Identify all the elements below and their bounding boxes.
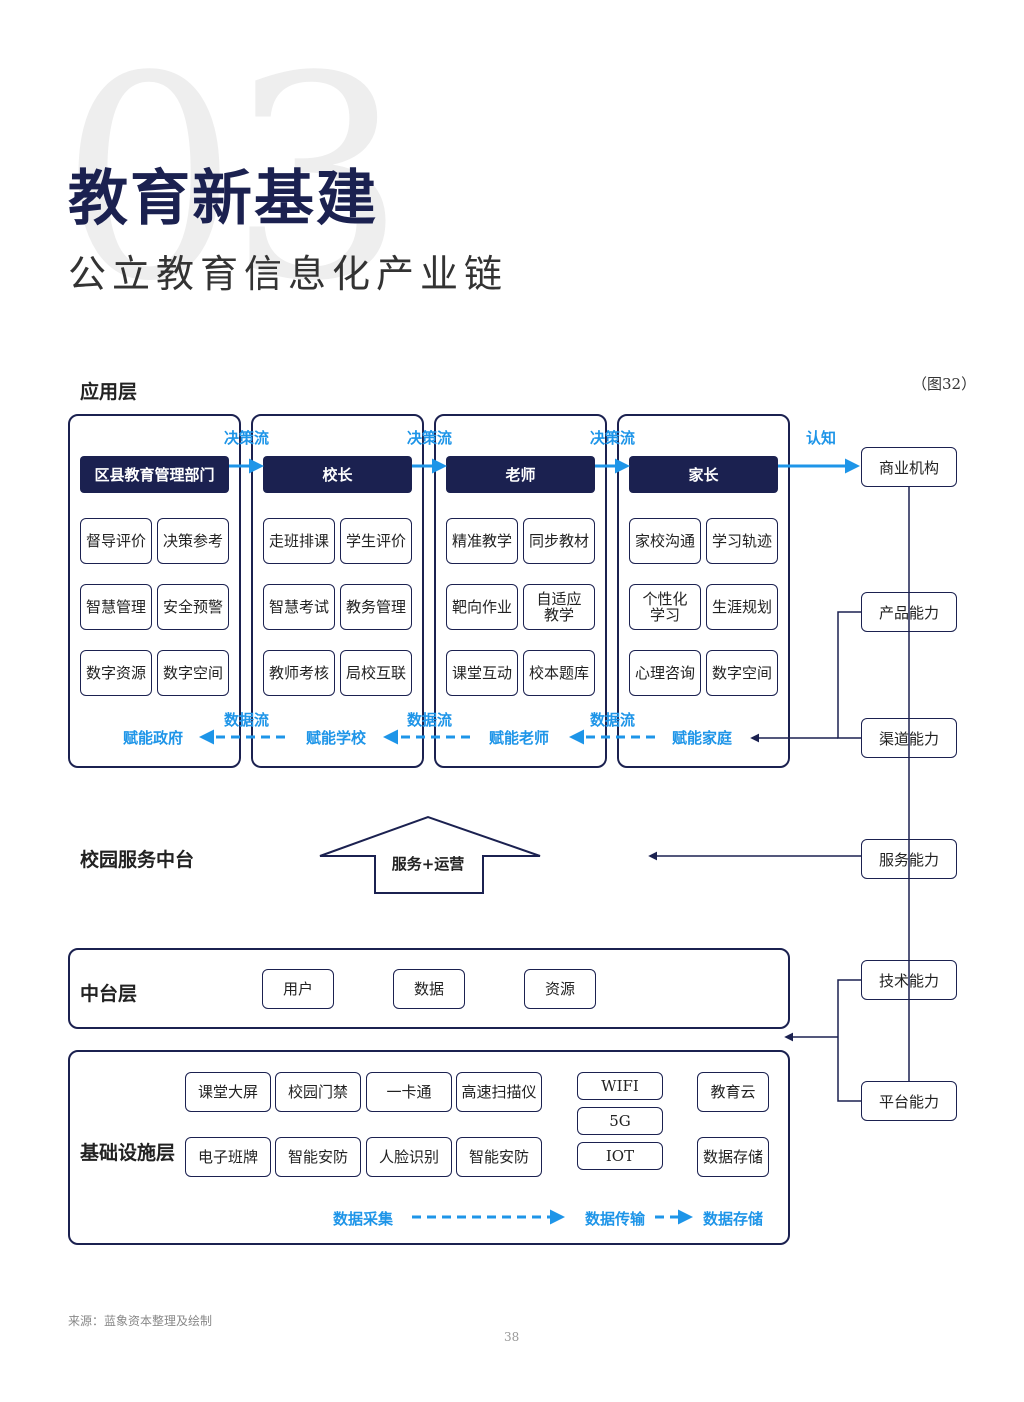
network-iot: IOT xyxy=(577,1142,663,1170)
app-item: 靶向作业 xyxy=(446,584,518,630)
bracket-tech-platform xyxy=(837,979,861,1102)
app-item: 学生评价 xyxy=(340,518,412,564)
app-item: 生涯规划 xyxy=(706,584,778,630)
app-item: 数字资源 xyxy=(80,650,152,696)
infra-item: 智能安防 xyxy=(275,1137,361,1177)
infra-item: 课堂大屏 xyxy=(185,1072,271,1112)
column-principal xyxy=(251,414,424,768)
middle-item-user: 用户 xyxy=(262,969,334,1009)
bracket-product-channel xyxy=(837,611,861,739)
empower-label: 赋能家庭 xyxy=(672,729,733,747)
infra-item: 人脸识别 xyxy=(366,1137,452,1177)
app-item: 智慧管理 xyxy=(80,584,152,630)
head-district: 区县教育管理部门 xyxy=(80,456,229,493)
column-teacher xyxy=(434,414,607,768)
transmit-label: 数据传输 xyxy=(585,1210,646,1228)
right-box-commercial: 商业机构 xyxy=(861,447,957,487)
app-item: 精准教学 xyxy=(446,518,518,564)
figure-ref: （图32） xyxy=(912,375,977,393)
application-layer-label: 应用层 xyxy=(80,381,138,403)
infra-item: 校园门禁 xyxy=(275,1072,361,1112)
cognition-label: 认知 xyxy=(806,429,837,447)
app-item: 教务管理 xyxy=(340,584,412,630)
app-item: 走班排课 xyxy=(263,518,335,564)
infra-item: 电子班牌 xyxy=(185,1137,271,1177)
decision-flow-label: 决策流 xyxy=(224,429,270,447)
empower-label: 赋能学校 xyxy=(306,729,367,747)
app-item: 局校互联 xyxy=(340,650,412,696)
infra-item: 一卡通 xyxy=(366,1072,452,1112)
source-note: 来源：蓝象资本整理及绘制 xyxy=(68,1314,213,1328)
middle-item-resource: 资源 xyxy=(524,969,596,1009)
infrastructure-label: 基础设施层 xyxy=(80,1142,176,1164)
data-flow-label: 数据流 xyxy=(407,711,453,729)
empower-label: 赋能政府 xyxy=(123,729,184,747)
app-item: 学习轨迹 xyxy=(706,518,778,564)
chapter-number: 03 xyxy=(60,17,406,343)
app-item: 数字空间 xyxy=(157,650,229,696)
app-item: 同步教材 xyxy=(523,518,595,564)
app-item: 教师考核 xyxy=(263,650,335,696)
middle-item-data: 数据 xyxy=(393,969,465,1009)
head-parent: 家长 xyxy=(629,456,778,493)
page-title: 教育新基建 xyxy=(68,164,378,234)
app-item: 安全预警 xyxy=(157,584,229,630)
app-item: 校本题库 xyxy=(523,650,595,696)
app-item: 心理咨询 xyxy=(629,650,701,696)
app-item: 家校沟通 xyxy=(629,518,701,564)
decision-flow-label: 决策流 xyxy=(407,429,453,447)
data-flow-label: 数据流 xyxy=(224,711,270,729)
app-item: 督导评价 xyxy=(80,518,152,564)
service-center-label: 校园服务中台 xyxy=(80,849,195,871)
app-item: 智慧考试 xyxy=(263,584,335,630)
data-flow-label: 数据流 xyxy=(590,711,636,729)
right-box-platform: 平台能力 xyxy=(861,1081,957,1121)
empower-label: 赋能老师 xyxy=(489,729,550,747)
network-wifi: WIFI xyxy=(577,1072,663,1100)
head-principal: 校长 xyxy=(263,456,412,493)
middle-layer-label: 中台层 xyxy=(80,983,138,1005)
app-item: 课堂互动 xyxy=(446,650,518,696)
column-district xyxy=(68,414,241,768)
app-item: 个性化 学习 xyxy=(629,584,701,630)
service-arrow-shape xyxy=(319,815,541,894)
page-number: 38 xyxy=(504,1330,520,1344)
collect-label: 数据采集 xyxy=(333,1210,394,1228)
infrastructure-panel xyxy=(68,1050,790,1245)
head-teacher: 老师 xyxy=(446,456,595,493)
decision-flow-label: 决策流 xyxy=(590,429,636,447)
network-5g: 5G xyxy=(577,1107,663,1135)
cloud-item: 数据存储 xyxy=(697,1137,769,1177)
cloud-item: 教育云 xyxy=(697,1072,769,1112)
storage-label: 数据存储 xyxy=(703,1210,764,1228)
middle-layer-panel xyxy=(68,948,790,1029)
infra-item: 高速扫描仪 xyxy=(456,1072,542,1112)
app-item: 决策参考 xyxy=(157,518,229,564)
page-subtitle: 公立教育信息化产业链 xyxy=(68,252,509,296)
service-arrow-text: 服务+运营 xyxy=(392,855,465,873)
infra-item: 智能安防 xyxy=(456,1137,542,1177)
app-item: 自适应 教学 xyxy=(523,584,595,630)
column-parent xyxy=(617,414,790,768)
app-item: 数字空间 xyxy=(706,650,778,696)
